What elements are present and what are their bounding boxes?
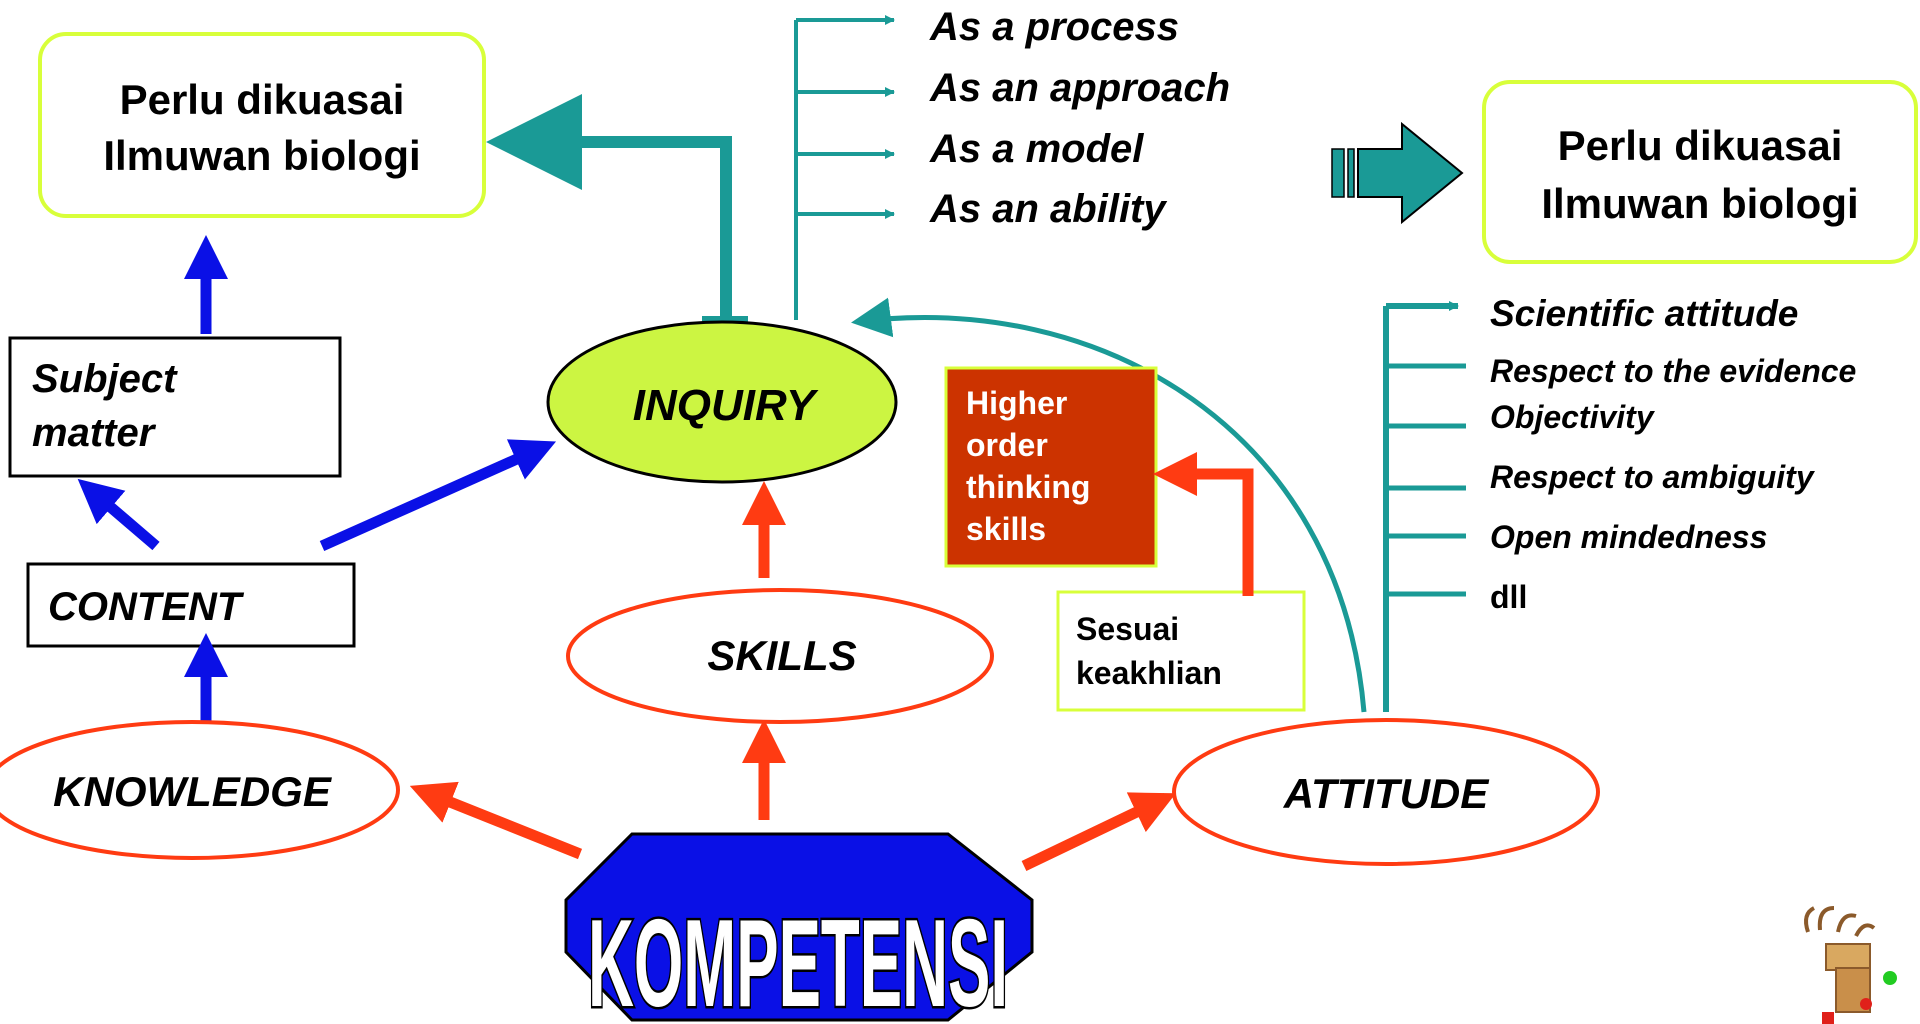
knowledge-label: KNOWLEDGE xyxy=(53,768,333,815)
reindeer-clipart-icon xyxy=(1804,906,1897,1024)
hot-line2: order xyxy=(966,427,1048,463)
top-right-line1: Perlu dikuasai xyxy=(1558,122,1843,169)
sesuai-keakhlian-box: Sesuai keakhlian xyxy=(1056,590,1306,712)
top-right-goal-box: Perlu dikuasai Ilmuwan biologi xyxy=(1482,80,1918,264)
attitude-label: ATTITUDE xyxy=(1283,770,1491,817)
sesuai-line2: keakhlian xyxy=(1076,655,1222,691)
hot-line4: skills xyxy=(966,511,1046,547)
content-label: CONTENT xyxy=(48,585,245,629)
inquiry-aspects-bracket xyxy=(794,15,895,320)
attitude-items-bracket xyxy=(1383,301,1466,712)
attitude-item-evidence: Respect to the evidence xyxy=(1490,353,1856,389)
inquiry-node: INQUIRY xyxy=(546,320,898,484)
aspect-model: As a model xyxy=(929,127,1144,171)
top-left-line2: Ilmuwan biologi xyxy=(103,132,420,179)
knowledge-node: KNOWLEDGE xyxy=(0,720,400,860)
subject-matter-line2: matter xyxy=(32,411,157,455)
sesuai-line1: Sesuai xyxy=(1076,611,1179,647)
top-right-line2: Ilmuwan biologi xyxy=(1541,180,1858,227)
attitude-item-open-mindedness: Open mindedness xyxy=(1490,519,1767,555)
red-arrows xyxy=(409,452,1254,871)
blue-arrows xyxy=(77,235,557,728)
attitude-item-scientific: Scientific attitude xyxy=(1490,293,1798,334)
hot-line1: Higher xyxy=(966,385,1067,421)
higher-order-thinking-box: Higher order thinking skills xyxy=(944,366,1158,568)
subject-matter-box: Subject matter xyxy=(8,336,342,478)
inquiry-label: INQUIRY xyxy=(633,381,819,430)
aspect-ability: As an ability xyxy=(929,187,1167,231)
top-left-line1: Perlu dikuasai xyxy=(120,76,405,123)
attitude-node: ATTITUDE xyxy=(1172,718,1600,866)
content-box: CONTENT xyxy=(26,562,356,648)
top-left-goal-box: Perlu dikuasai Ilmuwan biologi xyxy=(38,32,486,218)
kompetensi-node: KOMPETENSI xyxy=(564,832,1034,1024)
inquiry-to-goal-connector xyxy=(486,94,748,328)
hot-line3: thinking xyxy=(966,469,1090,505)
attitude-to-inquiry-curve xyxy=(851,297,1367,713)
attitude-item-ambiguity: Respect to ambiguity xyxy=(1490,459,1816,495)
subject-matter-line1: Subject xyxy=(32,357,178,401)
aspect-approach: As an approach xyxy=(929,66,1230,110)
attitude-item-dll: dll xyxy=(1490,579,1527,615)
skills-node: SKILLS xyxy=(566,588,994,724)
skills-label: SKILLS xyxy=(707,632,856,679)
attitude-item-objectivity: Objectivity xyxy=(1490,399,1656,435)
kompetensi-label: KOMPETENSI xyxy=(588,895,1008,1024)
block-arrow-right xyxy=(1331,121,1464,225)
aspect-process: As a process xyxy=(929,5,1179,49)
